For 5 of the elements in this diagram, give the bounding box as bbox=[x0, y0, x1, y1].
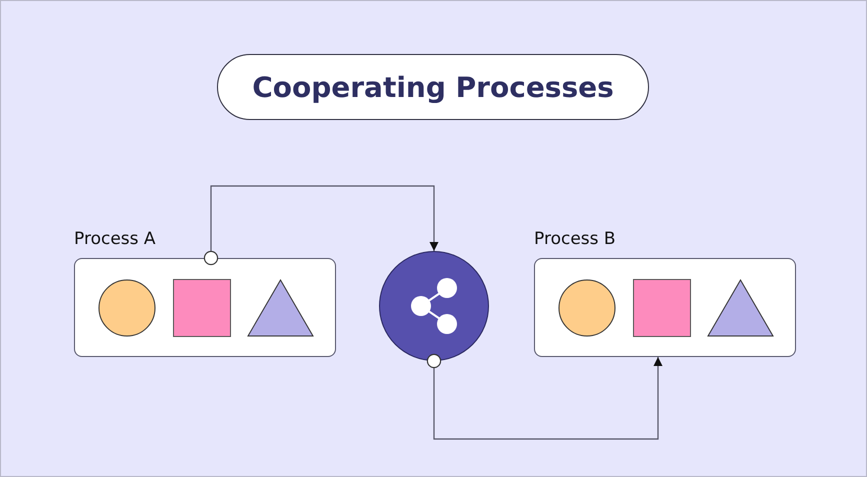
process-label: Process B bbox=[534, 229, 616, 249]
connector-arrow bbox=[204, 185, 438, 266]
process-label: Process A bbox=[74, 229, 156, 249]
connector-arrow bbox=[426, 354, 662, 440]
title-pill: Cooperating Processes bbox=[217, 54, 649, 120]
